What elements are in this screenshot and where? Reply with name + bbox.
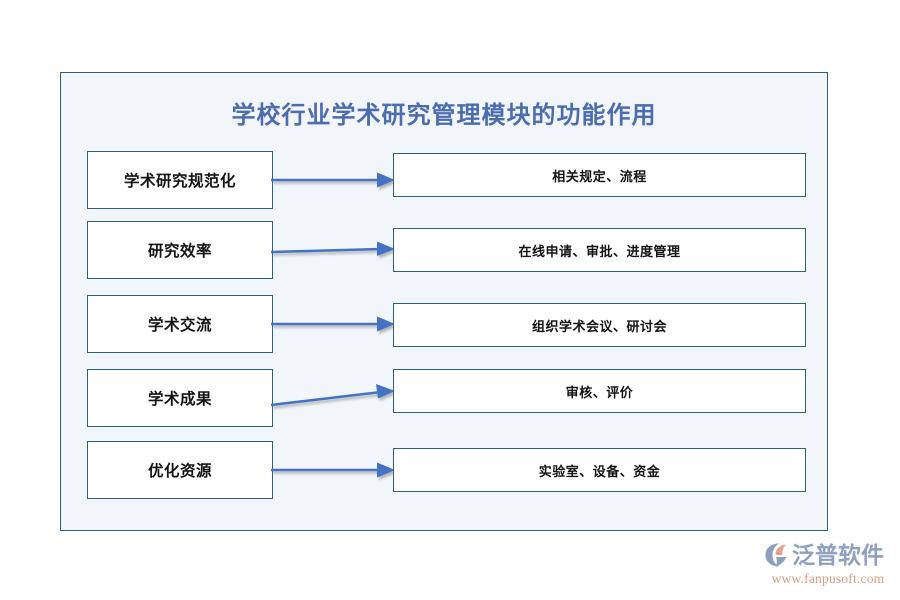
- right-box-label: 相关规定、流程: [552, 168, 647, 184]
- right-box-2[interactable]: 在线申请、审批、进度管理: [393, 228, 806, 272]
- right-box-label: 组织学术会议、研讨会: [531, 318, 667, 334]
- arrow-right-up-icon-4: [270, 373, 397, 413]
- right-box-4[interactable]: 审核、评价: [393, 369, 806, 413]
- arrow-right-icon-1: [271, 160, 397, 200]
- page-title: 学校行业学术研究管理模块的功能作用: [231, 102, 657, 129]
- left-box-label: 优化资源: [147, 463, 212, 480]
- left-box-1[interactable]: 学术研究规范化: [87, 151, 273, 209]
- right-box-5[interactable]: 实验室、设备、资金: [393, 448, 806, 492]
- left-box-3[interactable]: 学术交流: [87, 295, 273, 353]
- left-box-4[interactable]: 学术成果: [87, 369, 273, 427]
- right-box-label: 实验室、设备、资金: [538, 463, 661, 479]
- diagram-frame: 学校行业学术研究管理模块的功能作用 学术研究规范化 相关规定、流程: [60, 72, 828, 531]
- logo-row: 泛普软件: [762, 540, 894, 570]
- logo-url: www.fanpusoft.com: [771, 571, 885, 586]
- left-box-label: 研究效率: [147, 243, 212, 260]
- arrow-right-icon-3: [271, 304, 397, 344]
- left-box-label: 学术研究规范化: [123, 173, 236, 190]
- logo-wordmark: 泛普软件: [792, 542, 884, 568]
- left-box-label: 学术交流: [147, 317, 212, 334]
- brand-logo: 泛普软件 www.fanpusoft.com: [762, 540, 894, 592]
- right-box-label: 审核、评价: [565, 384, 634, 400]
- fanpu-logo-mark-icon: [762, 542, 790, 568]
- right-box-1[interactable]: 相关规定、流程: [393, 153, 806, 197]
- right-box-label: 在线申请、审批、进度管理: [518, 243, 681, 259]
- left-box-2[interactable]: 研究效率: [87, 221, 273, 279]
- left-box-label: 学术成果: [147, 391, 212, 408]
- arrow-right-icon-2: [270, 230, 397, 270]
- left-box-5[interactable]: 优化资源: [87, 441, 273, 499]
- arrow-right-icon-5: [271, 450, 397, 490]
- right-box-3[interactable]: 组织学术会议、研讨会: [393, 303, 806, 347]
